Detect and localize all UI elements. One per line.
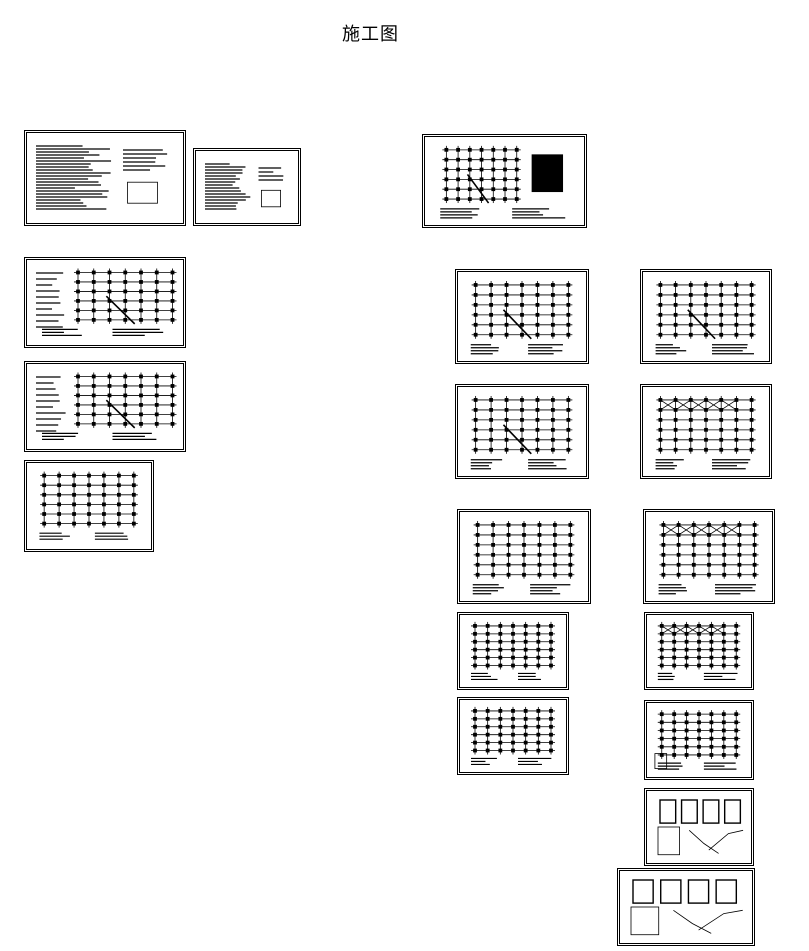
sheet-right-a-2[interactable] bbox=[455, 384, 589, 479]
sheet-right-b-5[interactable] bbox=[644, 700, 754, 780]
sheet-linework bbox=[470, 280, 573, 355]
sheet-linework bbox=[205, 163, 284, 210]
sheet-right-b-2[interactable] bbox=[640, 384, 772, 479]
sheet-linework bbox=[657, 799, 744, 856]
sheet-linework bbox=[36, 145, 168, 210]
sheet-right-b-3[interactable] bbox=[643, 509, 775, 604]
sheet-linework bbox=[658, 520, 759, 595]
sheet-right-a-1[interactable] bbox=[455, 269, 589, 364]
sheet-linework bbox=[472, 520, 575, 595]
sheet-linework bbox=[471, 621, 555, 681]
sheet-linework bbox=[657, 621, 741, 681]
sheet-right-a-3[interactable] bbox=[457, 509, 591, 604]
sheet-stair-detail-2[interactable] bbox=[617, 868, 755, 946]
sheet-linework bbox=[36, 268, 177, 336]
sheet-right-b-4[interactable] bbox=[644, 612, 754, 690]
sheet-design-notes-2[interactable] bbox=[193, 148, 301, 226]
sheet-linework bbox=[655, 395, 756, 470]
sheet-linework bbox=[39, 471, 138, 540]
sheet-linework bbox=[36, 372, 177, 440]
sheet-linework bbox=[630, 879, 743, 936]
sheet-plan-top-center[interactable] bbox=[422, 134, 587, 228]
sheet-design-notes-1[interactable] bbox=[24, 130, 186, 226]
sheet-right-a-4[interactable] bbox=[457, 612, 569, 690]
sheet-linework bbox=[470, 395, 573, 470]
sheet-linework bbox=[440, 145, 566, 219]
sheet-left-plan-1[interactable] bbox=[24, 257, 186, 348]
sheet-right-a-5[interactable] bbox=[457, 697, 569, 775]
sheet-left-plan-3[interactable] bbox=[24, 460, 154, 552]
sheet-right-b-1[interactable] bbox=[640, 269, 772, 364]
sheet-stair-detail-1[interactable] bbox=[644, 788, 754, 866]
sheet-linework bbox=[655, 280, 756, 355]
sheet-linework bbox=[654, 710, 741, 770]
sheet-left-plan-2[interactable] bbox=[24, 361, 186, 452]
sheet-linework bbox=[471, 706, 555, 766]
page-title: 施工图 bbox=[342, 24, 399, 45]
